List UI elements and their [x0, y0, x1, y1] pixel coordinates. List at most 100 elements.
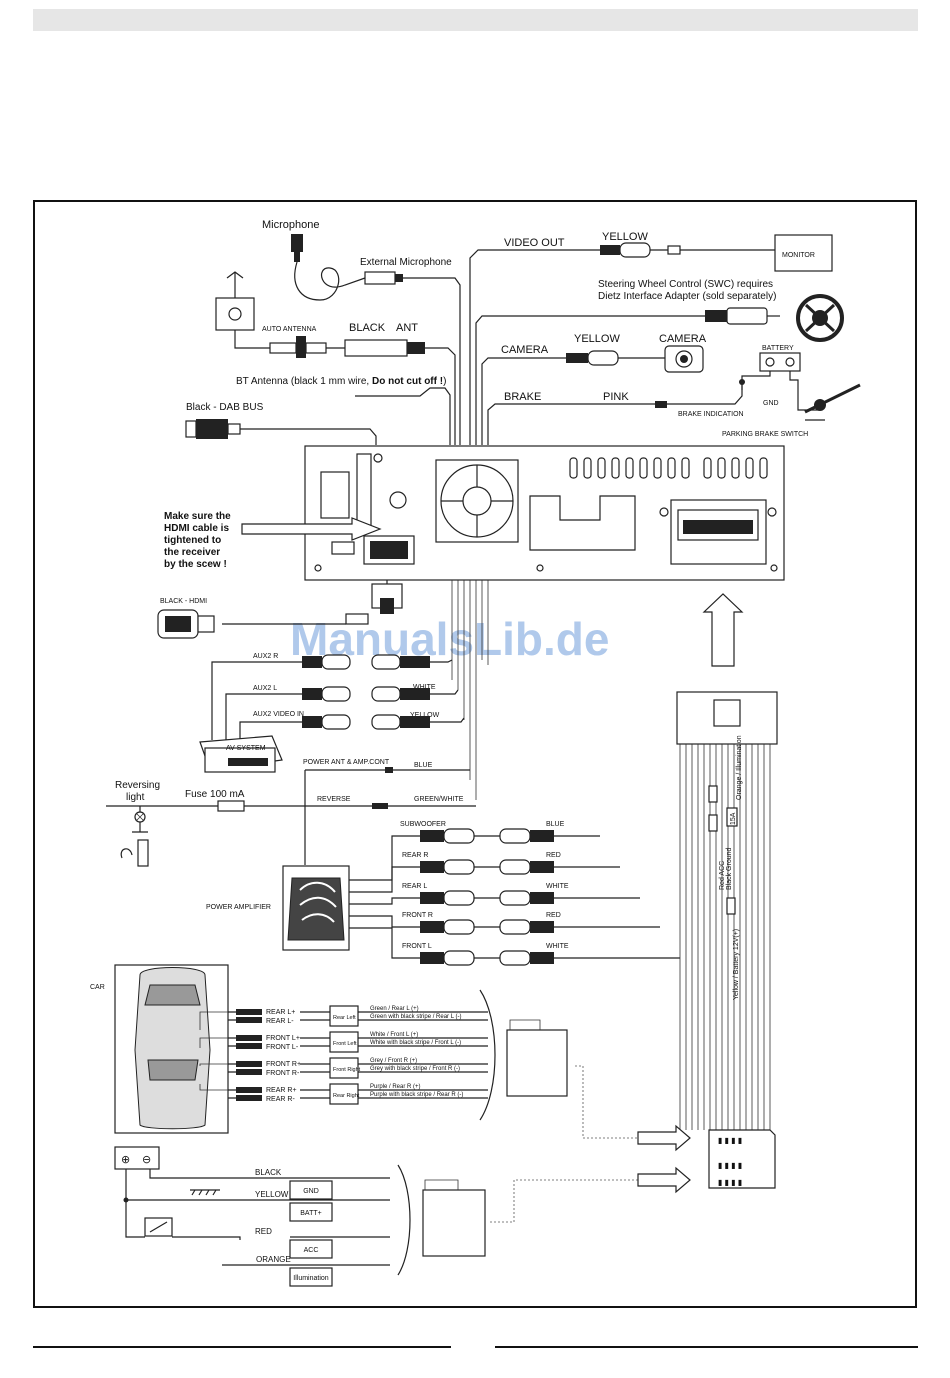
- camera-yellow-label: YELLOW: [574, 333, 620, 345]
- power-row: GND BLACK: [255, 1168, 390, 1200]
- speaker-terminal: [236, 1069, 262, 1075]
- black-hdmi-label: BLACK - HDMI: [160, 598, 207, 605]
- rca-socket-black: [530, 830, 554, 842]
- speaker-terminal: [236, 1017, 262, 1023]
- footer-rule-right: [495, 1346, 918, 1348]
- rca-right-label: WHITE: [546, 883, 569, 890]
- head-unit: [304, 445, 785, 581]
- speaker-box: [329, 1083, 359, 1105]
- power-box: [289, 1239, 333, 1259]
- auto-antenna-label: AUTO ANTENNA: [262, 326, 317, 333]
- svg-text:▮ ▮ ▮ ▮: ▮ ▮ ▮ ▮: [718, 1136, 742, 1145]
- speaker-wire-minus: Green with black stripe / Rear L (-): [370, 1014, 461, 1020]
- speaker-box: [329, 1031, 359, 1053]
- parking-brake-switch-label: PARKING BRAKE SWITCH: [722, 431, 808, 438]
- power-wire-label: YELLOW: [255, 1190, 289, 1199]
- svg-text:⊕: ⊕: [121, 1154, 130, 1166]
- hdmi-note-4: the receiver: [164, 547, 220, 558]
- speaker-term-minus: FRONT L-: [266, 1044, 299, 1051]
- speaker-box: [329, 1005, 359, 1027]
- power-adapter-box: [422, 1189, 486, 1257]
- camera-icon: [664, 345, 704, 373]
- speaker-box-label: Front Left: [333, 1041, 357, 1047]
- speaker-box-label: Rear Right: [333, 1093, 360, 1099]
- power-box: [289, 1202, 333, 1222]
- speaker-arrow-icon: [637, 1124, 691, 1152]
- speaker-wire-plus: Green / Rear L (+): [370, 1006, 419, 1012]
- rca-plug: [443, 859, 475, 875]
- rca-plug: [443, 890, 475, 906]
- steering-wheel-icon: [796, 294, 844, 342]
- video-out-wire: [469, 249, 600, 445]
- swc-wire: [475, 315, 705, 445]
- harness-black-ground: Black Ground: [726, 847, 733, 890]
- aux-connectors: [211, 654, 465, 740]
- battery-icon: [741, 352, 820, 411]
- diagram-frame: [33, 200, 917, 1308]
- battery-block-icon: ⊕ ⊖: [114, 1146, 290, 1266]
- speaker-box-label: Front Right: [333, 1067, 361, 1073]
- power-ant-blue-label: BLUE: [414, 762, 433, 769]
- power-wire-label: ORANGE: [256, 1255, 291, 1264]
- camera-device-label: CAMERA: [659, 333, 707, 345]
- power-ant-wire: [304, 769, 470, 865]
- power-wire-label: RED: [255, 1227, 272, 1236]
- rca-socket-black: [530, 861, 554, 873]
- rca-socket: [499, 919, 531, 935]
- microphone-label: Microphone: [262, 219, 319, 231]
- harness-orange-illumination: Orange / Illumination: [736, 735, 743, 800]
- av-system-icon: [199, 735, 283, 773]
- car-icon: [114, 964, 229, 1134]
- speaker-term-plus: FRONT R+: [266, 1061, 301, 1068]
- speaker-terminal: [236, 1009, 262, 1015]
- ant-label: ANT: [396, 322, 418, 334]
- rca-plug: [443, 950, 475, 966]
- rca-plug: [443, 828, 475, 844]
- power-box: [289, 1267, 333, 1287]
- video-out-label: VIDEO OUT: [504, 237, 565, 249]
- antenna-connector-icon: [269, 336, 456, 445]
- harness-yellow-battery: Yellow / Battery 12V(+): [733, 929, 740, 1000]
- green-white-label: GREEN/WHITE: [414, 796, 464, 803]
- rca-left-label: REAR L: [402, 883, 427, 890]
- speaker-wire-plus: White / Front L (+): [370, 1032, 418, 1038]
- swc-line2: Dietz Interface Adapter (sold separately…: [598, 291, 776, 302]
- power-box-label: GND: [303, 1188, 319, 1195]
- aux-white-label: WHITE: [413, 684, 436, 691]
- power-amplifier-icon: [282, 865, 350, 951]
- dab-connector-icon: [185, 419, 377, 445]
- speaker-box-label: Rear Left: [333, 1015, 356, 1021]
- video-out-connector-icon: [600, 242, 775, 258]
- speaker-term-minus: REAR R-: [266, 1096, 295, 1103]
- svg-text:▮ ▮ ▮ ▮: ▮ ▮ ▮ ▮: [718, 1178, 742, 1187]
- external-microphone-label: External Microphone: [360, 257, 452, 268]
- harness-red-acc: Red ACC: [719, 861, 726, 890]
- vent-slots: [569, 457, 768, 479]
- footer-rule-left: [33, 1346, 451, 1348]
- rca-left-label: FRONT L: [402, 943, 432, 950]
- hdmi-note-2: HDMI cable is: [164, 523, 229, 534]
- antenna-icon: [215, 271, 270, 349]
- pink-label: PINK: [603, 391, 629, 403]
- power-box-label: ACC: [304, 1247, 319, 1254]
- power-brace: [397, 1164, 411, 1276]
- svg-text:▮ ▮ ▮ ▮: ▮ ▮ ▮ ▮: [718, 1161, 742, 1170]
- hdmi-note-5: by the scew !: [164, 559, 227, 570]
- rca-plug-black: [420, 921, 444, 933]
- car-label: CAR: [90, 984, 105, 991]
- speaker-terminal: [236, 1095, 262, 1101]
- microphone-icon: [291, 234, 366, 301]
- power-wire-label: BLACK: [255, 1168, 282, 1177]
- speaker-dashed-link: [575, 1065, 640, 1139]
- reversing-label-2: light: [126, 792, 145, 803]
- speaker-wire-plus: Purple / Rear R (+): [370, 1084, 421, 1090]
- power-row: ACC RED: [255, 1227, 390, 1259]
- video-out-yellow-label: YELLOW: [602, 231, 648, 243]
